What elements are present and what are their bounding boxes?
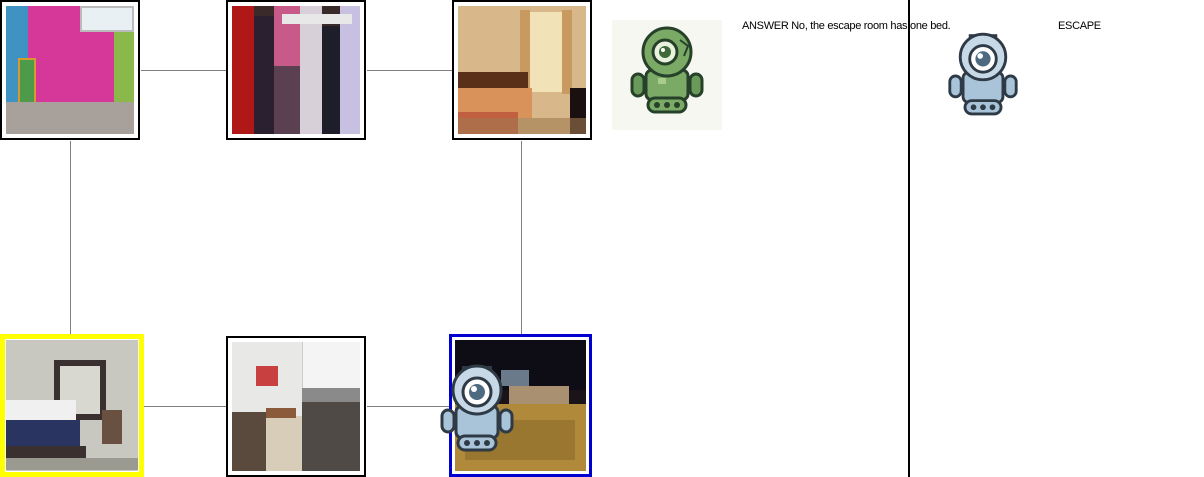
edge-bedroom-kitchen — [141, 406, 227, 407]
bedroom-scene-image — [6, 340, 138, 471]
room-hotel[interactable] — [452, 0, 592, 140]
room-attic[interactable] — [0, 0, 140, 140]
attic-scene-image — [6, 6, 134, 134]
escape-label: ESCAPE — [1058, 20, 1101, 32]
edge-attic-closet — [141, 70, 227, 71]
hotel-scene-image — [458, 6, 586, 134]
player-robot-icon — [440, 364, 514, 452]
edge-kitchen-theater — [367, 406, 453, 407]
room-kitchen[interactable] — [226, 336, 366, 477]
room-closet[interactable] — [226, 0, 366, 140]
edge-closet-hotel — [367, 70, 453, 71]
edge-attic-bedroom — [70, 141, 71, 336]
closet-scene-image — [232, 6, 360, 134]
room-bedroom-start[interactable] — [0, 334, 144, 477]
escape-robot-icon — [948, 32, 1018, 116]
kitchen-scene-image — [232, 342, 360, 471]
edge-hotel-theater — [521, 141, 522, 336]
green-robot-icon — [630, 26, 704, 114]
answer-text: ANSWER No, the escape room has one bed. — [742, 20, 951, 32]
panel-divider — [908, 0, 910, 477]
